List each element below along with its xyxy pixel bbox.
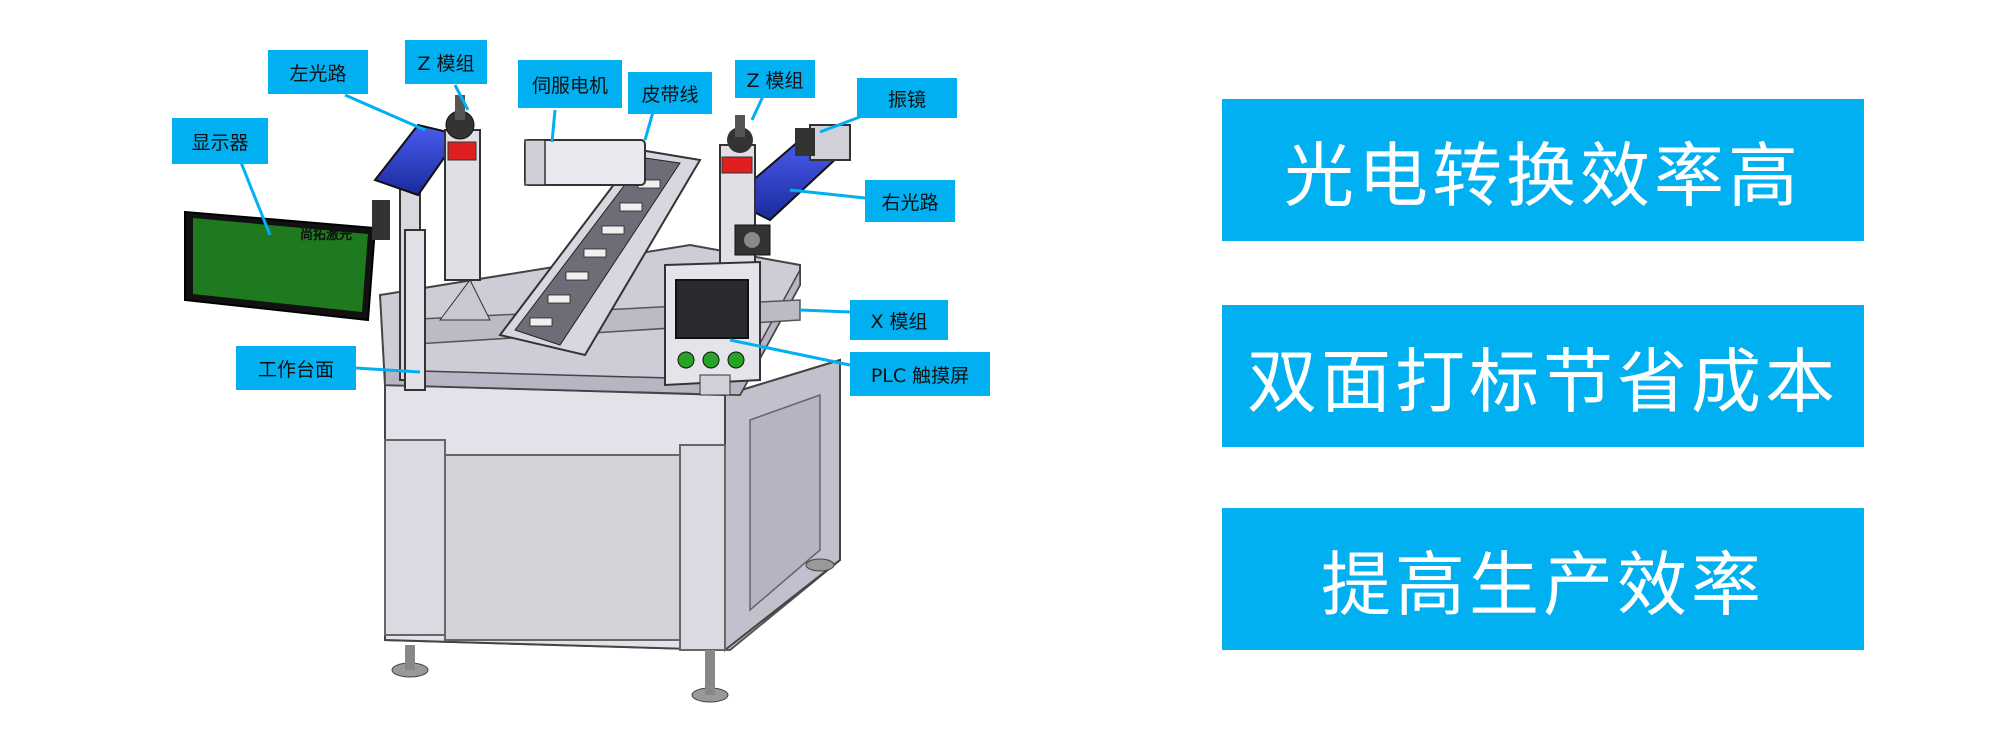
label-galvo: 振镜 — [857, 78, 957, 118]
machine-illustration — [184, 84, 866, 703]
label-plc-touchscreen: PLC 触摸屏 — [850, 352, 990, 396]
feature-box-2: 双面打标节省成本 — [1222, 305, 1864, 447]
label-servo-motor: 伺服电机 — [518, 60, 622, 108]
label-belt: 皮带线 — [628, 72, 712, 114]
label-z-module-right: Z 模组 — [735, 60, 815, 98]
label-display: 显示器 — [172, 118, 268, 164]
feature-box-3: 提高生产效率 — [1222, 508, 1864, 650]
servo-motor — [524, 139, 646, 186]
plc-panel — [664, 260, 761, 396]
screen-brand-label: 尚拓激光 — [300, 228, 353, 243]
feature-box-1: 光电转换效率高 — [1222, 99, 1864, 241]
label-x-module: X 模组 — [850, 300, 948, 340]
label-worktable: 工作台面 — [236, 346, 356, 390]
column-post — [404, 229, 426, 391]
cabinet — [384, 358, 841, 703]
right-laser-assembly — [719, 115, 851, 266]
belt-conveyor — [498, 148, 702, 357]
label-right-light-path: 右光路 — [865, 180, 955, 222]
label-z-module-left: Z 模组 — [405, 40, 487, 84]
display-monitor — [184, 200, 390, 322]
label-left-light-path: 左光路 — [268, 50, 368, 94]
leader-lines — [238, 84, 866, 374]
